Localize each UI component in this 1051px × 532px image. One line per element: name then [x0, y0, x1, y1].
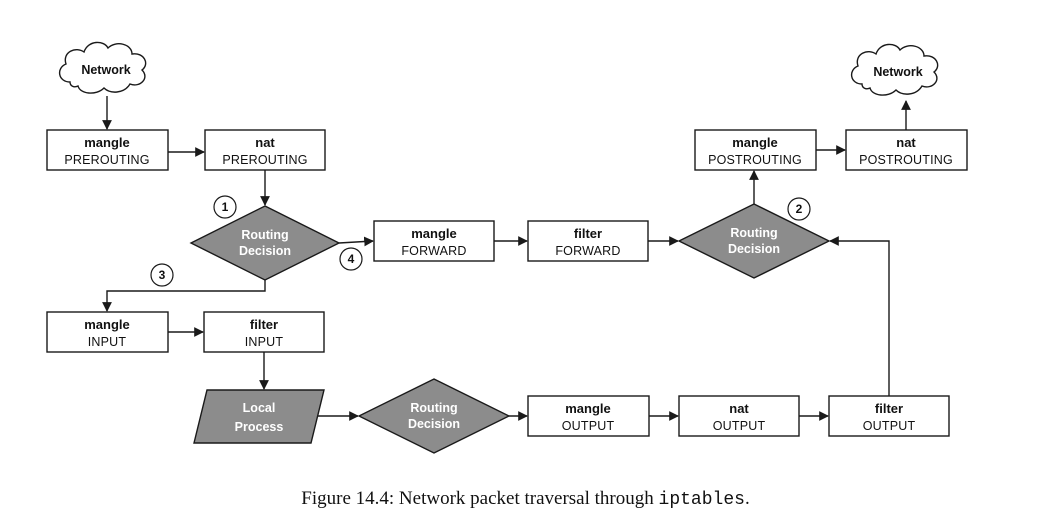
network-out-label: Network: [873, 65, 922, 79]
caption-code: iptables: [658, 490, 745, 510]
nat-prerouting-chain: PREROUTING: [222, 153, 307, 167]
local-process: Local Process: [193, 389, 325, 444]
routing-decision-3-line1: Routing: [410, 401, 457, 415]
nat-postrouting-table: nat: [896, 135, 916, 150]
local-process-line2: Process: [235, 420, 284, 434]
mangle-input-table: mangle: [84, 317, 130, 332]
caption-end: .: [744, 488, 750, 509]
figure-caption: Figure 14.4: Network packet traversal th…: [0, 488, 1051, 510]
nat-postrouting-chain: POSTROUTING: [859, 153, 953, 167]
routing-decision-2: Routing Decision: [677, 203, 831, 279]
routing-decision-2-line1: Routing: [730, 226, 777, 240]
mangle-output-box: mangle OUTPUT: [527, 395, 650, 437]
network-out-cloud: Network: [851, 43, 939, 96]
arrow-routing-1-to-mangle-input: [102, 280, 266, 312]
mangle-input-chain: INPUT: [88, 335, 127, 349]
filter-input-table: filter: [250, 317, 278, 332]
mangle-forward-chain: FORWARD: [401, 244, 466, 258]
nat-prerouting-box: nat PREROUTING: [204, 129, 326, 171]
badge-2-label: 2: [796, 202, 803, 216]
badge-2: 2: [787, 197, 811, 221]
local-process-line1: Local: [243, 401, 276, 415]
mangle-input-box: mangle INPUT: [46, 311, 169, 353]
mangle-forward-box: mangle FORWARD: [373, 220, 495, 262]
routing-decision-3-line2: Decision: [408, 417, 460, 431]
routing-decision-1-line2: Decision: [239, 244, 291, 258]
nat-postrouting-box: nat POSTROUTING: [845, 129, 968, 171]
mangle-prerouting-chain: PREROUTING: [64, 153, 149, 167]
nat-output-chain: OUTPUT: [713, 419, 766, 433]
arrow-routing-1-to-mangle-forward: [338, 236, 374, 247]
filter-output-chain: OUTPUT: [863, 419, 916, 433]
badge-4: 4: [339, 247, 363, 271]
filter-output-box: filter OUTPUT: [828, 395, 950, 437]
filter-forward-chain: FORWARD: [555, 244, 620, 258]
mangle-postrouting-chain: POSTROUTING: [708, 153, 802, 167]
filter-output-table: filter: [875, 401, 903, 416]
badge-1: 1: [213, 195, 237, 219]
network-in-label: Network: [81, 63, 130, 77]
badge-4-label: 4: [348, 252, 355, 266]
mangle-prerouting-box: mangle PREROUTING: [46, 129, 169, 171]
network-in-cloud: Network: [59, 41, 147, 94]
mangle-postrouting-table: mangle: [732, 135, 778, 150]
routing-decision-2-line2: Decision: [728, 242, 780, 256]
arrow-filter-output-to-routing-2: [829, 236, 890, 396]
nat-output-box: nat OUTPUT: [678, 395, 800, 437]
nat-prerouting-table: nat: [255, 135, 275, 150]
filter-input-box: filter INPUT: [203, 311, 325, 353]
nat-output-table: nat: [729, 401, 749, 416]
caption-text: Figure 14.4: Network packet traversal th…: [301, 488, 659, 509]
badge-3: 3: [150, 263, 174, 287]
mangle-output-table: mangle: [565, 401, 611, 416]
mangle-forward-table: mangle: [411, 226, 457, 241]
filter-forward-box: filter FORWARD: [527, 220, 649, 262]
routing-decision-3: Routing Decision: [357, 378, 511, 454]
mangle-prerouting-table: mangle: [84, 135, 130, 150]
filter-input-chain: INPUT: [245, 335, 284, 349]
badge-1-label: 1: [222, 200, 229, 214]
badge-3-label: 3: [159, 268, 166, 282]
mangle-postrouting-box: mangle POSTROUTING: [694, 129, 817, 171]
mangle-output-chain: OUTPUT: [562, 419, 615, 433]
routing-decision-1: Routing Decision: [189, 205, 341, 281]
filter-forward-table: filter: [574, 226, 602, 241]
routing-decision-1-line1: Routing: [241, 228, 288, 242]
